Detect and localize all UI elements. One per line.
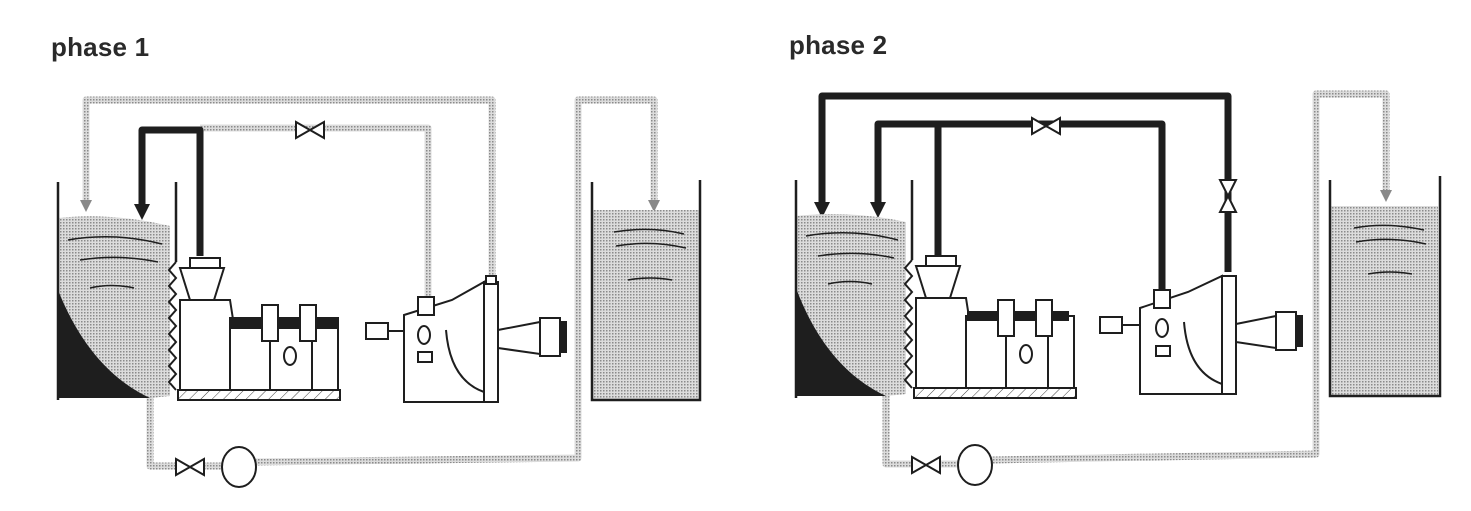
mixing-tank-left (794, 180, 914, 398)
phase-1-title: phase 1 (51, 32, 150, 62)
valve-icon (175, 457, 205, 477)
storage-tank-right (590, 180, 702, 402)
dotted-pipes-phase-1 (82, 96, 658, 470)
separator-machine (365, 275, 567, 403)
extruder-machine (177, 257, 341, 401)
phase-1-diagram (56, 96, 702, 488)
dotted-pipe-arrows-phase-1 (80, 200, 660, 212)
separator-machine (1099, 274, 1303, 395)
dotted-pipes-phase-2 (882, 90, 1390, 468)
extruder-machine (913, 255, 1077, 399)
valve-icon (295, 120, 325, 140)
valve-icon (1031, 116, 1061, 136)
solid-pipe-phase-1 (138, 126, 204, 256)
pump-icon (957, 444, 993, 486)
valve-icon (1218, 179, 1238, 213)
arrow-down-icon (134, 204, 150, 220)
storage-tank-right (1328, 176, 1442, 398)
arrow-down-icon (814, 202, 830, 218)
mixing-tank-left (56, 182, 178, 400)
phase-2-title: phase 2 (789, 30, 888, 60)
arrow-down-icon (1380, 190, 1392, 202)
arrow-down-icon (870, 202, 886, 218)
phase-2-diagram (794, 90, 1442, 486)
valve-icon (911, 455, 941, 475)
pump-icon (221, 446, 257, 488)
